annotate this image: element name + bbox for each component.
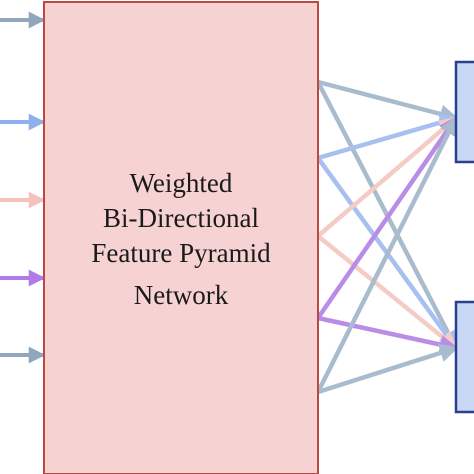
connection-arrow: [315, 115, 459, 239]
bifpn-label-line-2: Bi-Directional: [103, 203, 259, 233]
connection-lines: [315, 79, 459, 395]
connection-arrow: [315, 233, 459, 351]
bifpn-label-line-3: Feature Pyramid: [91, 238, 271, 268]
bifpn-label-line-1: Weighted: [130, 168, 233, 198]
connection-arrow: [315, 343, 459, 395]
connection-arrow: [315, 115, 459, 395]
bifpn-label: Weighted Bi-Directional Feature Pyramid …: [91, 168, 271, 310]
output-block-top: [454, 60, 474, 164]
connection-arrow: [315, 79, 459, 124]
input-arrows: [0, 11, 46, 364]
connection-arrow: [315, 113, 459, 161]
bifpn-label-line-4: Network: [134, 280, 229, 310]
bifpn-block: [43, 1, 319, 474]
output-block-bottom: [454, 300, 474, 414]
connection-arrow: [315, 115, 459, 321]
connection-arrow: [315, 315, 459, 354]
